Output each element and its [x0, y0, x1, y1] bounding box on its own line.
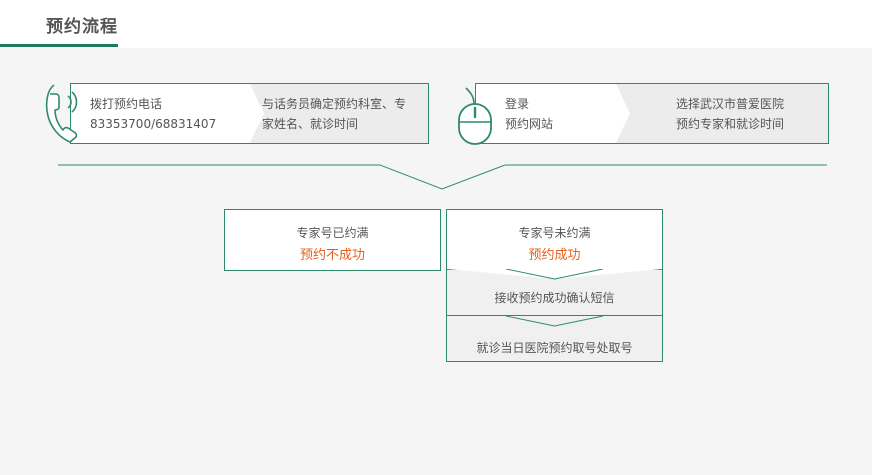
phone-desc-bg: [250, 84, 428, 143]
experts-available-box: 专家号未约满 预约成功: [446, 209, 663, 271]
phone-desc-line1: 与话务员确定预约科室、专: [262, 97, 407, 111]
merge-connector: [58, 164, 827, 190]
phone-card-desc: 与话务员确定预约科室、专 家姓名、就诊时间: [262, 94, 406, 134]
booking-success-text: 预约成功: [528, 248, 581, 263]
phone-desc-arrow: [250, 84, 264, 143]
step-pick-up-number: 就诊当日医院预约取号处取号: [446, 315, 663, 362]
web-desc-arrow: [616, 84, 630, 143]
experts-full-box: 专家号已约满 预约不成功: [224, 209, 441, 271]
experts-full-status: 专家号已约满: [296, 226, 369, 240]
web-card-label: 登录: [505, 97, 530, 111]
web-desc-line1: 选择武汉市普爱医院: [676, 97, 785, 111]
web-card-sublabel: 预约网站: [505, 117, 554, 131]
step-arrow-2: [447, 315, 662, 327]
experts-available-status: 专家号未约满: [518, 226, 591, 240]
phone-booking-card: 拨打预约电话 83353700/68831407 与话务员确定预约科室、专 家姓…: [70, 83, 429, 144]
web-card-desc: 选择武汉市普爱医院 预约专家和就诊时间: [676, 94, 784, 134]
step-sms-confirm-label: 接收预约成功确认短信: [494, 291, 615, 305]
booking-failed-text: 预约不成功: [299, 248, 365, 263]
phone-card-text: 拨打预约电话 83353700/68831407: [90, 94, 216, 134]
phone-card-label: 拨打预约电话: [90, 97, 163, 111]
phone-number: 83353700/68831407: [90, 117, 217, 131]
step-pick-up-number-label: 就诊当日医院预约取号处取号: [476, 341, 633, 355]
step-arrow-1: [447, 269, 662, 280]
title-underline: [0, 44, 118, 47]
web-desc-line2: 预约专家和就诊时间: [676, 117, 785, 131]
phone-icon: [44, 82, 86, 148]
phone-desc-line2: 家姓名、就诊时间: [262, 117, 359, 131]
web-card-text: 登录 预约网站: [505, 94, 553, 134]
web-booking-card: 登录 预约网站 选择武汉市普爱医院 预约专家和就诊时间: [475, 83, 829, 144]
page-title: 预约流程: [46, 17, 118, 37]
mouse-icon: [456, 84, 494, 150]
header: 预约流程: [0, 0, 872, 48]
web-desc-bg: [616, 84, 828, 143]
